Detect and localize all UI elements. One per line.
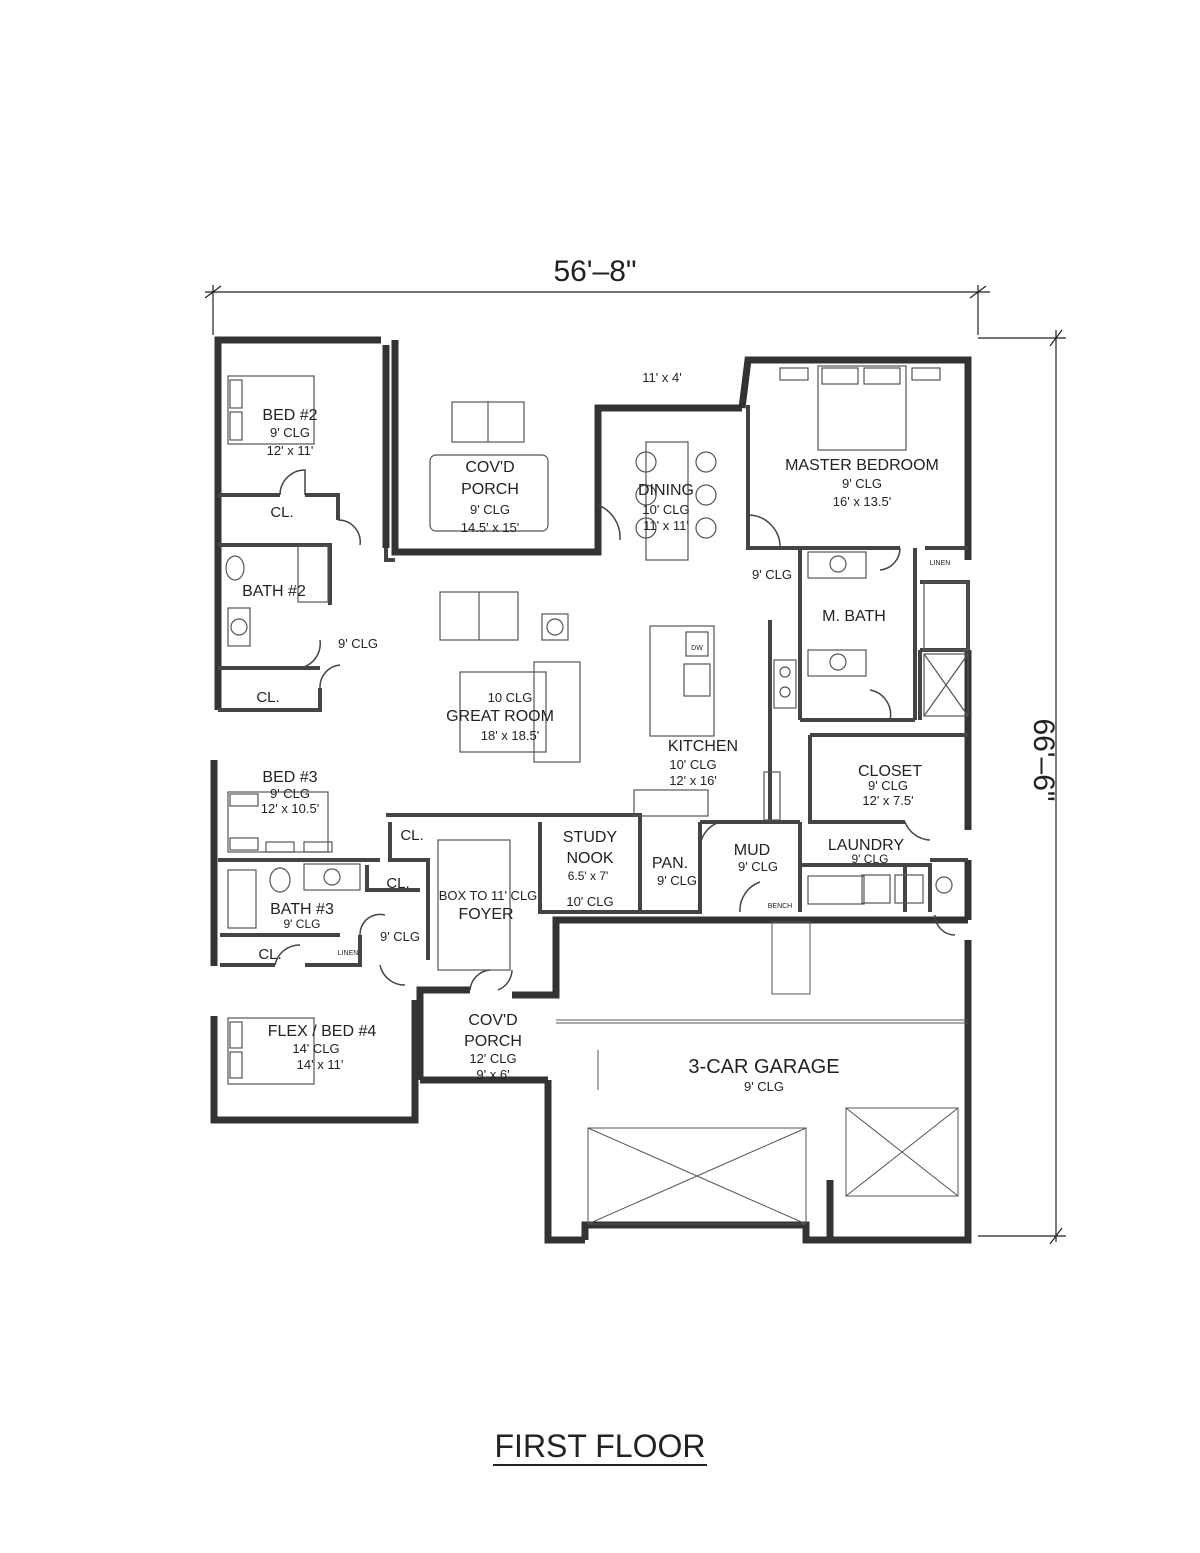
laundry-ceiling: 9' CLG	[852, 852, 889, 866]
bed2-closet-name: CL.	[270, 504, 293, 521]
bath3-linen: LINEN	[338, 950, 359, 957]
porch-front-size: 9' x 6'	[476, 1067, 509, 1082]
bed2-ceiling: 9' CLG	[270, 425, 310, 440]
width-dimension-label: 56'–8"	[553, 255, 636, 288]
master-bath-linen: LINEN	[930, 560, 951, 567]
bed3-ceiling: 9' CLG	[270, 786, 310, 801]
porch-back-name-2: PORCH	[461, 481, 519, 498]
interior-walls	[218, 405, 970, 967]
laundry-name: LAUNDRY	[828, 837, 905, 854]
master-bedroom-name: MASTER BEDROOM	[785, 457, 939, 474]
kitchen-ceiling: 10' CLG	[669, 757, 716, 772]
study-nook-size: 6.5' x 7'	[568, 869, 609, 883]
width-dimension	[204, 285, 990, 335]
master-bedroom-size: 16' x 13.5'	[833, 494, 891, 509]
master-bath-name: M. BATH	[822, 608, 886, 625]
bath3-name: BATH #3	[270, 901, 334, 918]
kitchen-name: KITCHEN	[668, 738, 738, 755]
pantry-ceiling: 9' CLG	[657, 873, 697, 888]
bed2-name: BED #2	[262, 407, 317, 424]
closet-ceiling: 9' CLG	[868, 778, 908, 793]
porch-back-name-1: COV'D	[465, 459, 514, 476]
flex-name: FLEX / BED #4	[268, 1023, 377, 1040]
great-room-ceiling: 10 CLG	[488, 690, 533, 705]
foyer-ceiling: BOX TO 11' CLG	[439, 888, 538, 903]
bed3-name: BED #3	[262, 769, 317, 786]
flex-size: 14' x 11'	[297, 1057, 344, 1072]
pantry-name: PAN.	[652, 855, 688, 872]
bed2-size: 12' x 11'	[267, 443, 314, 458]
bath3-ceiling: 9' CLG	[284, 917, 321, 931]
porch-front-ceiling: 12' CLG	[469, 1051, 516, 1066]
master-hall-ceiling: 9' CLG	[752, 567, 792, 582]
flex-ceiling: 14' CLG	[292, 1041, 339, 1056]
master-bedroom-ceiling: 9' CLG	[842, 476, 882, 491]
kitchen-dw: DW	[691, 645, 703, 652]
dining-name: DINING	[638, 482, 694, 499]
floor-title-text: FIRST FLOOR	[492, 1428, 708, 1466]
porch-back-ceiling: 9' CLG	[470, 502, 510, 517]
study-nook-name-2: NOOK	[566, 850, 613, 867]
study-nook-ceiling: 10' CLG	[566, 894, 613, 909]
garage-details	[556, 921, 968, 1225]
dining-ceiling: 10' CLG	[642, 502, 689, 517]
mud-name: MUD	[734, 842, 770, 859]
bed4-closet-name: CL.	[258, 946, 281, 963]
depth-dimension-label: 66'–6"	[1027, 718, 1060, 801]
bed3-hall-ceiling: 9' CLG	[380, 929, 420, 944]
patio-size: 11' x 4'	[642, 370, 681, 385]
furniture	[225, 365, 969, 1085]
porch-front-name-2: PORCH	[464, 1033, 522, 1050]
bath3-closet-name: CL.	[386, 875, 409, 892]
closet-size: 12' x 7.5'	[862, 793, 913, 808]
bed3-size: 12' x 10.5'	[261, 801, 319, 816]
garage-ceiling: 9' CLG	[744, 1079, 784, 1094]
foyer-name: FOYER	[458, 906, 513, 923]
dining-size: 11' x 11'	[643, 518, 689, 533]
hall-ceiling: 9' CLG	[338, 636, 378, 651]
room-labels: 11' x 4' COV'D PORCH 9' CLG 14.5' x 15' …	[242, 370, 950, 1094]
mud-bench: BENCH	[768, 903, 793, 910]
depth-dimension	[978, 329, 1066, 1245]
porch-front-name-1: COV'D	[468, 1012, 517, 1029]
bath2-name: BATH #2	[242, 583, 306, 600]
garage-name: 3-CAR GARAGE	[688, 1056, 839, 1078]
closet-name: CLOSET	[858, 763, 922, 780]
great-room-name: GREAT ROOM	[446, 708, 554, 725]
great-room-size: 18' x 18.5'	[481, 728, 539, 743]
porch-back-size: 14.5' x 15'	[461, 520, 519, 535]
study-nook-name-1: STUDY	[563, 829, 618, 846]
mud-ceiling: 9' CLG	[738, 859, 778, 874]
foyer-closet-name: CL.	[400, 827, 423, 844]
door-swings	[274, 469, 956, 991]
floor-title: FIRST FLOOR	[0, 1428, 1200, 1466]
kitchen-size: 12' x 16'	[669, 773, 717, 788]
exterior-walls	[210, 336, 972, 1244]
hall-closet-name: CL.	[256, 689, 279, 706]
